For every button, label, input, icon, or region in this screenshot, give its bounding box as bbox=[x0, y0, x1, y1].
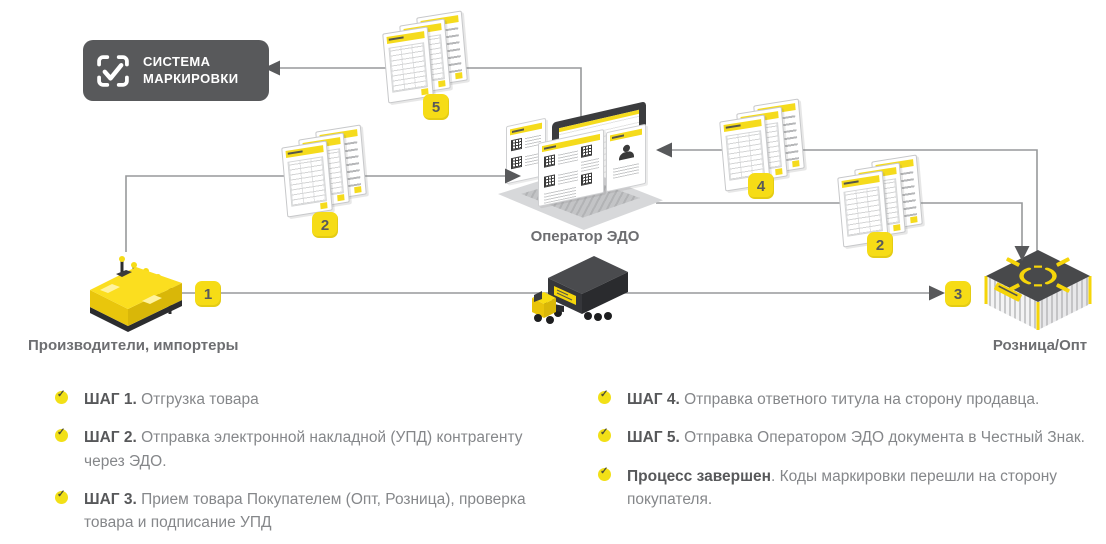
check-bullet-icon bbox=[55, 427, 68, 443]
legend-process-complete: Процесс завершен. Коды маркировки перешл… bbox=[598, 465, 1098, 512]
check-bullet-icon bbox=[598, 466, 611, 481]
retail-box-icon bbox=[982, 246, 1094, 341]
marking-system-label-line1: СИСТЕМА bbox=[143, 53, 211, 69]
producers-label: Производители, импортеры bbox=[28, 337, 239, 354]
scan-check-icon bbox=[97, 54, 129, 87]
check-bullet-icon bbox=[598, 389, 611, 404]
edo-operator-label: Оператор ЭДО bbox=[530, 228, 640, 245]
legend-process-complete-title: Процесс завершен bbox=[627, 467, 772, 485]
retail-label: Розница/Опт bbox=[992, 337, 1088, 354]
legend-step-1-title: ШАГ 1. bbox=[84, 391, 137, 408]
check-bullet-icon bbox=[598, 427, 611, 443]
legend-right-column: ШАГ 4. Отправка ответного титула на стор… bbox=[598, 388, 1098, 526]
truck-icon bbox=[528, 254, 638, 345]
document-sheet bbox=[281, 140, 333, 218]
legend-step-3-text: Прием товара Покупателем (Опт, Розница),… bbox=[84, 490, 526, 531]
legend-step-3-title: ШАГ 3. bbox=[84, 490, 137, 508]
document-card bbox=[606, 123, 646, 193]
legend-step-2: ШАГ 2. Отправка электронной накладной (У… bbox=[55, 426, 540, 473]
legend-left-column: ШАГ 1. Отгрузка товара ШАГ 2. Отправка э… bbox=[55, 388, 540, 544]
legend-step-4-text: Отправка ответного титула на сторону про… bbox=[679, 391, 1040, 408]
legend-step-5-text: Отправка Оператором ЭДО документа в Чест… bbox=[679, 429, 1085, 447]
document-sheet bbox=[382, 26, 434, 104]
marking-system-plate: СИСТЕМА МАРКИРОВКИ bbox=[83, 40, 269, 101]
person-icon bbox=[619, 143, 635, 160]
factory-icon bbox=[82, 244, 190, 341]
step-badge-4: 4 bbox=[748, 173, 774, 199]
marking-system-label-line2: МАРКИРОВКИ bbox=[143, 70, 239, 86]
legend-step-4: ШАГ 4. Отправка ответного титула на стор… bbox=[598, 388, 1098, 411]
legend-step-1: ШАГ 1. Отгрузка товара bbox=[55, 388, 540, 411]
edo-operator-laptop-icon bbox=[498, 101, 663, 230]
legend-step-3: ШАГ 3. Прием товара Покупателем (Опт, Ро… bbox=[55, 488, 540, 535]
step-badge-2-right: 2 bbox=[867, 232, 893, 258]
legend-step-5-title: ШАГ 5. bbox=[627, 429, 680, 447]
check-bullet-icon bbox=[55, 489, 68, 504]
step-badge-1: 1 bbox=[195, 281, 221, 307]
legend-step-4-title: ШАГ 4. bbox=[627, 391, 680, 408]
legend-step-5: ШАГ 5. Отправка Оператором ЭДО документа… bbox=[598, 426, 1098, 449]
check-bullet-icon bbox=[55, 389, 68, 404]
step-badge-5: 5 bbox=[423, 94, 449, 120]
step-badge-3: 3 bbox=[945, 281, 971, 307]
step-badge-2-left: 2 bbox=[312, 212, 338, 238]
legend-step-1-text: Отгрузка товара bbox=[136, 391, 259, 408]
legend-step-2-title: ШАГ 2. bbox=[84, 429, 137, 447]
legend-process-complete-text: . Коды маркировки перешли на сторону пок… bbox=[627, 467, 1058, 508]
legend-step-2-text: Отправка электронной накладной (УПД) кон… bbox=[84, 429, 523, 470]
